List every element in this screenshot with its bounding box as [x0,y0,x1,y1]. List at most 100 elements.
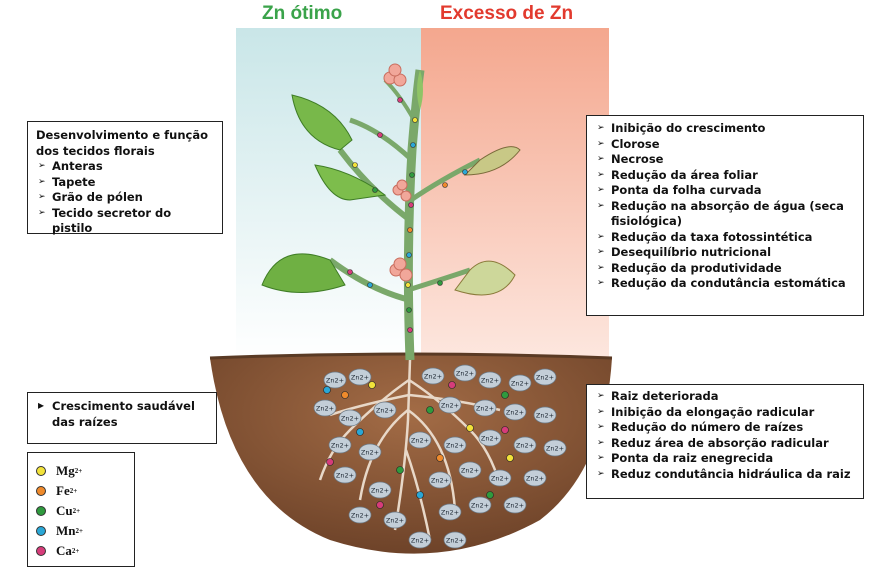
zn-ion-bead [478,429,502,447]
mg-dot-icon [36,466,46,476]
zn-ion-bead [508,374,532,392]
zn-ion-label: Zn2+ [461,467,479,475]
nutrient-ion-dot [341,391,349,399]
excess-item: Redução na absorção de água (seca fisiol… [595,199,855,230]
nutrient-ion-dot [323,386,331,394]
zn-ion-label: Zn2+ [506,502,524,510]
floral-tissues-box: Desenvolvimento e função dos tecidos flo… [27,121,223,235]
xylem-dots [347,97,468,333]
leaf [291,94,353,151]
zn-ion-bead [523,469,547,487]
excess-item: Necrose [595,152,855,168]
excess-effects-box: Inibição do crescimento Clorose Necrose … [586,115,864,316]
nutrient-ion-dot [376,501,384,509]
zn-ion-label: Zn2+ [336,472,354,480]
zn-ion-label: Zn2+ [361,449,379,457]
zn-ion-bead [373,401,397,419]
nutrient-ion-dot [486,491,494,499]
nutrient-ion-dot [506,454,514,462]
zn-ion-bead [428,471,452,489]
zn-ion-bead [473,399,497,417]
mn-dot-icon [36,526,46,536]
roots-good-item: Crescimento saudável das raízes [36,398,208,430]
fe-dot-icon [36,486,46,496]
nutrient-ion-dot [356,428,364,436]
zn-ion-label: Zn2+ [351,374,369,382]
excess-zn-background [421,28,609,360]
excess-item: Desequilíbrio nutricional [595,245,855,261]
zn-ion-bead [408,531,432,549]
leaf [261,253,346,293]
zn-ion-label: Zn2+ [481,435,499,443]
header-excess-zn: Excesso de Zn [440,3,574,24]
zn-ion-label: Zn2+ [516,442,534,450]
zn-ion-bead [468,496,492,514]
floral-item: Grão de pólen [36,190,214,206]
legend-label: Cu [56,503,73,518]
floral-title: Desenvolvimento e função dos tecidos flo… [36,128,208,158]
zn-ion-bead [323,371,347,389]
zn-ion-bead [333,466,357,484]
zn-ion-bead [421,367,445,385]
zn-ion-label: Zn2+ [316,405,334,413]
zn-ion-label: Zn2+ [476,405,494,413]
zn-ion-bead [383,511,407,529]
zn-ion-label: Zn2+ [371,487,389,495]
legend-label: Fe [56,483,70,498]
zn-ion-label: Zn2+ [471,502,489,510]
leaf [463,146,521,176]
zn-ion-label: Zn2+ [526,475,544,483]
nutrient-ion-dot [436,454,444,462]
plant [261,63,521,361]
roots-bad-item: Raiz deteriorada [595,389,855,405]
zn-ion-bead [338,409,362,427]
zn-ion-bead [503,403,527,421]
zn-ion-label: Zn2+ [506,409,524,417]
excess-item: Redução da condutância estomática [595,276,855,292]
zn-ion-label: Zn2+ [386,517,404,525]
zn-ion-label: Zn2+ [351,512,369,520]
legend-charge: 2+ [75,527,84,535]
roots-bad-item: Reduz condutância hidráulica da raiz [595,467,855,483]
zn-ion-label: Zn2+ [546,445,564,453]
zn-ion-label: Zn2+ [411,437,429,445]
roots-bad-item: Inibição da elongação radicular [595,405,855,421]
zn-ion-label: Zn2+ [326,377,344,385]
zn-ion-bead [438,396,462,414]
zn-ion-bead [488,469,512,487]
zn-ion-label: Zn2+ [536,412,554,420]
ca-dot-icon [36,546,46,556]
legend-charge: 2+ [72,507,81,515]
excess-item: Redução da área foliar [595,168,855,184]
excess-item: Redução da taxa fotossintética [595,230,855,246]
zn-ion-bead [443,436,467,454]
zn-ion-bead [348,506,372,524]
roots-bad-item: Ponta da raiz enegrecida [595,451,855,467]
leaf [314,164,387,201]
roots-bad-item: Redução do número de raízes [595,420,855,436]
zn-ion-label: Zn2+ [376,407,394,415]
zn-ion-bead [533,368,557,386]
nutrient-ion-dot [426,406,434,414]
soil-zn-ions: Zn2+ Zn2+ Zn2+ Zn2+ Zn2+ Zn2+ Zn2+ Zn2+ Zn2+ Zn2+… [313,364,567,549]
zn-ion-bead [533,406,557,424]
roots-bad-item: Reduz área de absorção radicular [595,436,855,452]
zn-ion-bead [408,431,432,449]
nutrient-ion-dot [501,391,509,399]
zn-ion-label: Zn2+ [456,370,474,378]
zn-ion-bead [513,436,537,454]
zn-ion-bead [453,364,477,382]
legend-label: Mn [56,523,76,538]
legend-label: Mg [56,463,75,478]
zn-ion-bead [438,503,462,521]
zn-ion-bead [348,368,372,386]
zn-ion-bead [368,481,392,499]
nutrient-ion-dot [501,426,509,434]
zn-ion-bead [503,496,527,514]
zn-ion-label: Zn2+ [446,442,464,450]
zn-ion-label: Zn2+ [536,374,554,382]
